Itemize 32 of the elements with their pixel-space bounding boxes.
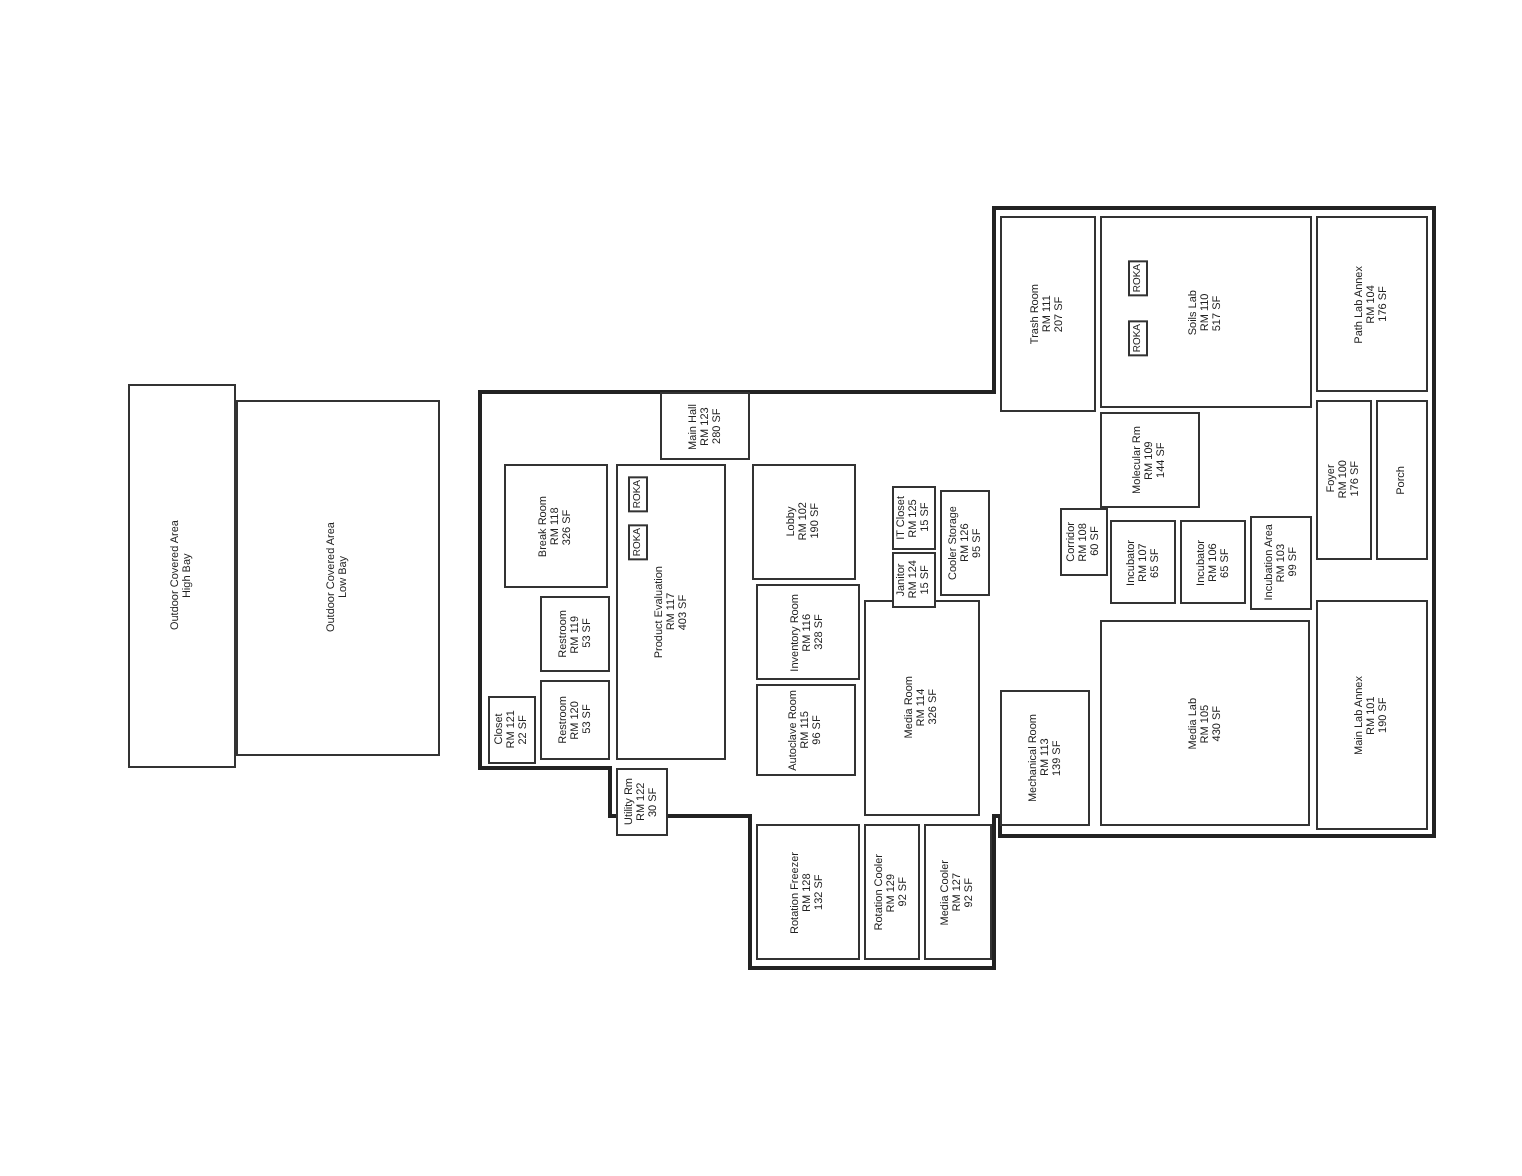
- room: [1000, 216, 1096, 412]
- room: [752, 464, 856, 580]
- room: [1100, 412, 1200, 508]
- room: [1250, 516, 1312, 610]
- room: [1316, 400, 1372, 560]
- room: [1180, 520, 1246, 604]
- room: [540, 680, 610, 760]
- room: [236, 400, 440, 756]
- room: [1100, 620, 1310, 826]
- room: [864, 600, 980, 816]
- room: [940, 490, 990, 596]
- room: [616, 464, 726, 760]
- room: [924, 824, 992, 960]
- room: [1316, 600, 1428, 830]
- room: [1110, 520, 1176, 604]
- room: [616, 768, 668, 836]
- room: [128, 384, 236, 768]
- room: [488, 696, 536, 764]
- room: [892, 552, 936, 608]
- room: [1376, 400, 1428, 560]
- room: [660, 392, 750, 460]
- room: [756, 824, 860, 960]
- room: [1000, 690, 1090, 826]
- room: [540, 596, 610, 672]
- room: [892, 486, 936, 550]
- room: [756, 684, 856, 776]
- room: [1100, 216, 1312, 408]
- room: [1060, 508, 1108, 576]
- room: [756, 584, 860, 680]
- room: [1316, 216, 1428, 392]
- room: [504, 464, 608, 588]
- room: [864, 824, 920, 960]
